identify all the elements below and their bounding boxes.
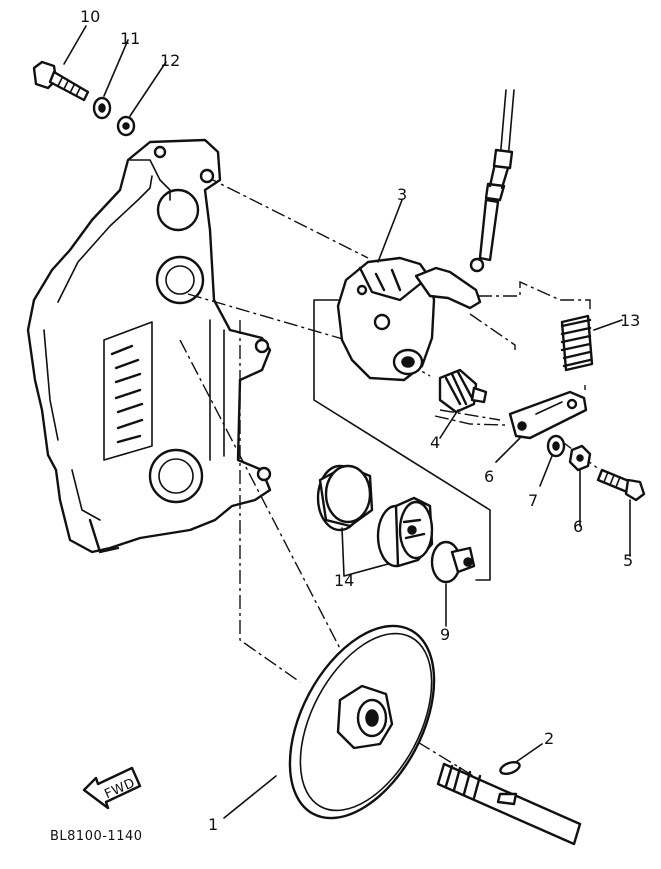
- callout-labels: 1 2 3 4 5 6 6 7 8 9 10 11 12 13 14: [80, 7, 640, 834]
- gear-14: [376, 496, 434, 568]
- callout-9: 9: [440, 625, 450, 644]
- callout-7: 7: [528, 491, 538, 510]
- callout-5: 5: [623, 551, 633, 570]
- callout-2: 2: [544, 729, 554, 748]
- splined-shaft: [436, 762, 582, 846]
- callout-3: 3: [397, 185, 407, 204]
- drive-pulley-1: [288, 624, 436, 820]
- crankcase-cover: [26, 138, 272, 554]
- callout-13: 13: [620, 311, 640, 330]
- worm-gear-4: [438, 368, 488, 414]
- nut-6: [568, 444, 592, 472]
- spring-washer-11: [92, 96, 112, 120]
- callout-6-nut: 6: [573, 517, 583, 536]
- spring-13: [560, 314, 594, 372]
- bolt-10: [32, 60, 90, 102]
- drawing-code: BL8100-1140: [50, 829, 143, 844]
- leader-lines: [63, 25, 631, 819]
- lever-housing-3: [336, 256, 482, 382]
- callout-11: 11: [120, 29, 140, 48]
- bolt-5: [596, 468, 646, 502]
- lever-8: [508, 390, 588, 440]
- washer-12: [116, 115, 136, 137]
- group-bracket: [313, 299, 491, 581]
- callout-10: 10: [80, 7, 100, 26]
- fwd-arrow-icon: FWD: [82, 766, 142, 810]
- key-2: [499, 760, 521, 776]
- callout-1: 1: [208, 815, 218, 834]
- cap-14: [316, 464, 374, 532]
- callout-4: 4: [430, 433, 440, 452]
- washer-7: [546, 434, 566, 458]
- callout-12: 12: [160, 51, 180, 70]
- control-cable: [469, 89, 515, 273]
- callout-14: 14: [334, 571, 354, 590]
- shaft-washer-9: [430, 540, 476, 584]
- callout-6-lever: 6: [484, 467, 494, 486]
